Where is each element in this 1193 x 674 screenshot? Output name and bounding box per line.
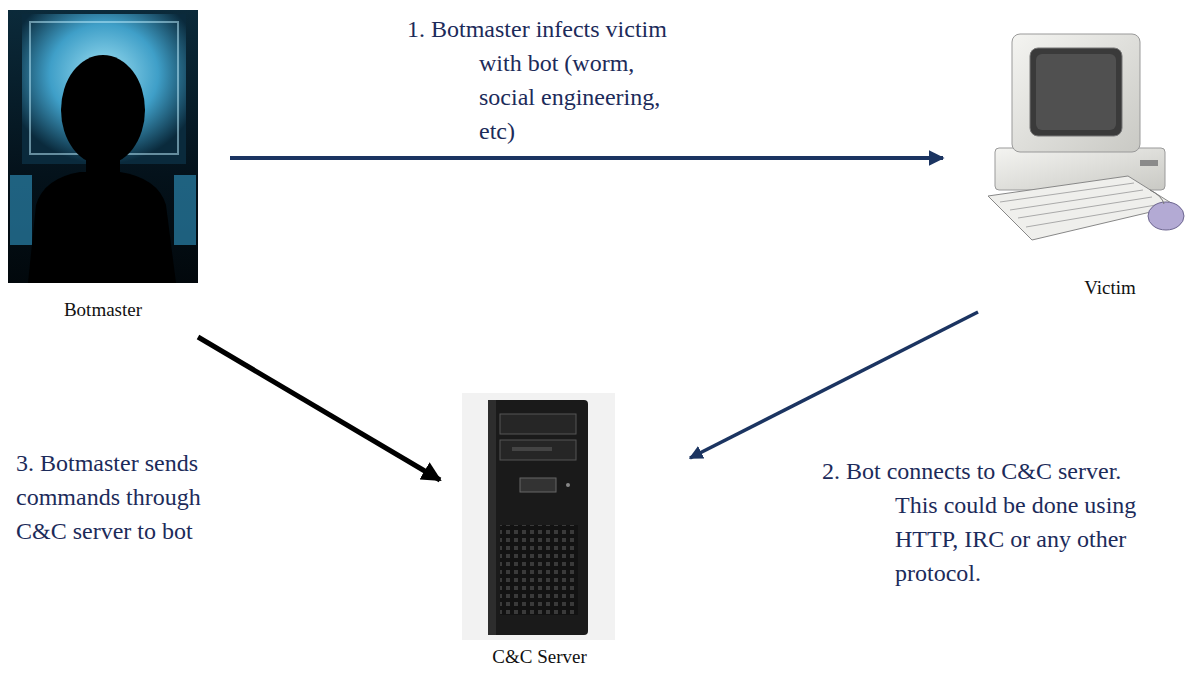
step-note: 1. Botmaster infects victim with bot (wo… [407,12,691,148]
picture-caption: C&C Server [462,645,617,669]
picture-caption: Botmaster [8,298,198,322]
step-note: 2. Bot connects to C&C server. This coul… [822,454,1148,590]
flow-arrow [230,156,943,160]
server-tower [462,393,615,640]
flow-arrow [690,312,978,458]
victim-node: Victim [955,25,1190,300]
botmaster-picture [8,10,198,283]
picture-caption: Victim [1030,276,1190,300]
server-node: C&C Server [462,393,617,669]
victim-computer [988,34,1184,240]
step-note: 3. Botmaster sends commands through C&C … [16,446,238,548]
flow-arrow [198,337,440,480]
botmaster-node: Botmaster [8,10,198,322]
